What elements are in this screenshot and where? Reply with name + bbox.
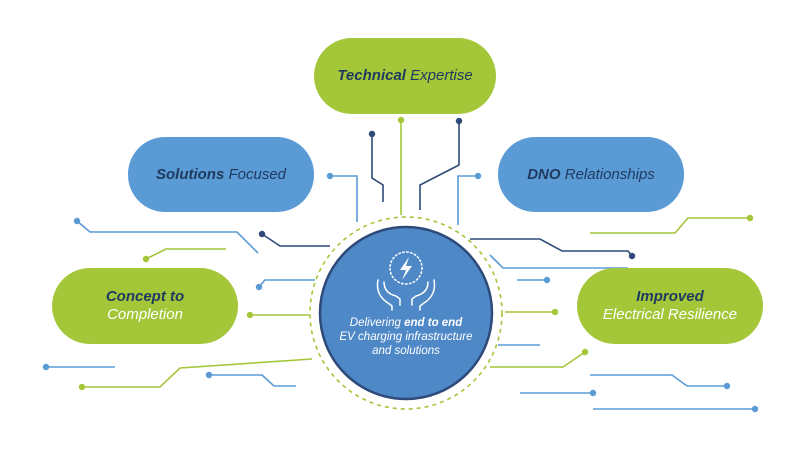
endpoint-dot <box>746 214 754 222</box>
endpoint-dot <box>205 371 213 379</box>
connector-line <box>489 254 628 269</box>
connector-line <box>371 134 384 202</box>
hands-lightning-icon <box>376 251 436 311</box>
center-line2: EV charging infrastructure <box>339 331 473 343</box>
connector-line <box>419 121 460 210</box>
node-dno-relationships: DNO Relationships <box>498 137 684 212</box>
connector-line <box>490 351 586 368</box>
center-line1-pre: Delivering <box>349 317 405 329</box>
connector-line <box>261 233 330 247</box>
node-dno-rest: Relationships <box>560 165 655 183</box>
endpoint-dot <box>326 172 334 180</box>
endpoint-dot <box>628 252 636 260</box>
center-caption: Delivering end to end EV charging infras… <box>333 316 479 358</box>
node-improved-electrical-resilience: Improved Electrical Resilience <box>577 268 763 344</box>
node-solutions-focused: Solutions Focused <box>128 137 314 212</box>
endpoint-dot <box>551 308 559 316</box>
node-dno-bold: DNO <box>527 165 561 183</box>
endpoint-dot <box>142 255 150 263</box>
node-concept-bold: Concept to <box>105 288 185 305</box>
node-solutions-rest: Focused <box>224 165 287 183</box>
connector-line <box>470 238 633 257</box>
connector-line <box>76 220 259 254</box>
endpoint-dot <box>42 363 50 371</box>
endpoint-dot <box>397 116 405 124</box>
endpoint-dot <box>474 172 482 180</box>
node-improved-rest: Electrical Resilience <box>602 306 738 323</box>
node-concept-rest: Completion <box>107 306 183 323</box>
endpoint-dot <box>246 311 254 319</box>
endpoint-dot <box>543 276 551 284</box>
connector-line <box>457 175 478 225</box>
connector-line <box>258 279 315 288</box>
connector-line <box>590 374 727 387</box>
endpoint-dot <box>723 382 731 390</box>
endpoint-dot <box>455 117 463 125</box>
node-improved-bold: Improved <box>636 288 704 305</box>
endpoint-dot <box>581 348 589 356</box>
node-solutions-bold: Solutions <box>155 165 225 183</box>
connector-line <box>82 358 313 388</box>
node-technical-rest: Expertise <box>405 67 473 84</box>
node-concept-to-completion: Concept to Completion <box>52 268 238 344</box>
endpoint-dot <box>255 283 263 291</box>
node-technical-bold: Technical <box>337 67 406 84</box>
endpoint-dot <box>368 130 376 138</box>
node-technical-expertise: Technical Expertise <box>314 38 496 114</box>
connector-line <box>330 175 358 222</box>
endpoint-dot <box>589 389 597 397</box>
endpoint-dot <box>78 383 86 391</box>
connector-line <box>209 374 296 387</box>
connector-line <box>145 248 226 260</box>
connector-line <box>590 217 750 234</box>
endpoint-dot <box>258 230 266 238</box>
endpoint-dot <box>751 405 759 413</box>
center-circle <box>318 225 494 401</box>
center-line3: and solutions <box>372 345 440 357</box>
endpoint-dot <box>73 217 81 225</box>
center-line1-bold: end to end <box>404 317 463 329</box>
